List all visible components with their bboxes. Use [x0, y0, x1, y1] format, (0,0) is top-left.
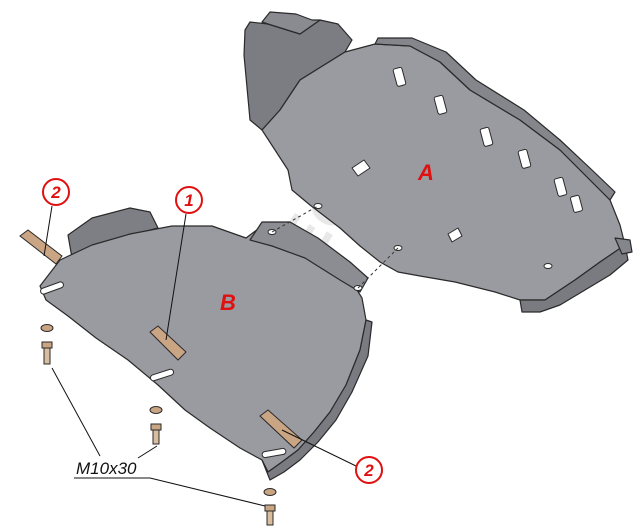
- skid-plate-b: [39, 207, 373, 481]
- plate-a-hole: [543, 263, 553, 269]
- bolt-head: [41, 341, 53, 349]
- plate-a-slot: [392, 66, 407, 87]
- callout-leader: [281, 429, 357, 467]
- bolt-head: [264, 504, 276, 512]
- bolt-middle: [149, 406, 163, 445]
- bolt-head: [150, 423, 162, 431]
- plate-b-edge-wall: [261, 319, 373, 481]
- callout-leader: [43, 205, 53, 257]
- fasteners: [40, 324, 277, 526]
- plate-a-slot: [570, 194, 583, 213]
- washer: [149, 406, 163, 414]
- plate-a-drain-hole: [447, 227, 463, 243]
- svg-text:2: 2: [50, 183, 61, 202]
- bracket-rear-left: [19, 229, 63, 265]
- bolt-left: [40, 324, 54, 365]
- part-label-a: A: [417, 160, 434, 185]
- part-label-b: B: [220, 290, 236, 315]
- bolt-shank: [43, 347, 51, 365]
- bolt-leaders: [51, 367, 266, 507]
- plate-a-slot: [517, 148, 532, 169]
- bolt-shank: [152, 429, 160, 445]
- callout-rear-left: 2: [42, 178, 70, 257]
- svg-text:2: 2: [363, 461, 374, 480]
- plate-a-slot: [553, 176, 568, 197]
- bolt-leader: [51, 367, 101, 457]
- plate-b-slot: [261, 447, 287, 459]
- skid-plate-a: [243, 11, 633, 313]
- callout-middle: 1: [165, 186, 203, 341]
- plate-a-top-tab: [261, 11, 321, 35]
- plate-b-slot: [149, 368, 175, 382]
- washer: [263, 488, 277, 496]
- bolt-leader: [149, 477, 266, 507]
- svg-text:1: 1: [184, 191, 193, 210]
- plate-a-drain-hole: [351, 159, 371, 177]
- bracket-middle: [149, 325, 187, 361]
- plate-a-front-wall: [519, 244, 629, 313]
- callout-front-right: 2: [281, 429, 383, 484]
- plate-a-slot: [433, 94, 448, 115]
- alignment-line: [271, 205, 319, 233]
- washer: [40, 324, 54, 332]
- bolt-right: [263, 488, 277, 526]
- plate-a-end-tab: [614, 237, 633, 255]
- callout-ring: [355, 456, 383, 484]
- plate-a-rim: [374, 37, 616, 201]
- plate-b-slot: [40, 281, 64, 295]
- callout-ring: [42, 178, 70, 206]
- alignment-lines: [271, 205, 399, 289]
- bolt-shank: [266, 510, 274, 526]
- callout-leader: [165, 213, 187, 341]
- bolt-size-label: M10x30: [76, 459, 137, 478]
- plate-a-slot: [479, 126, 494, 147]
- callout-ring: [175, 186, 203, 214]
- bolt-leader: [137, 445, 158, 459]
